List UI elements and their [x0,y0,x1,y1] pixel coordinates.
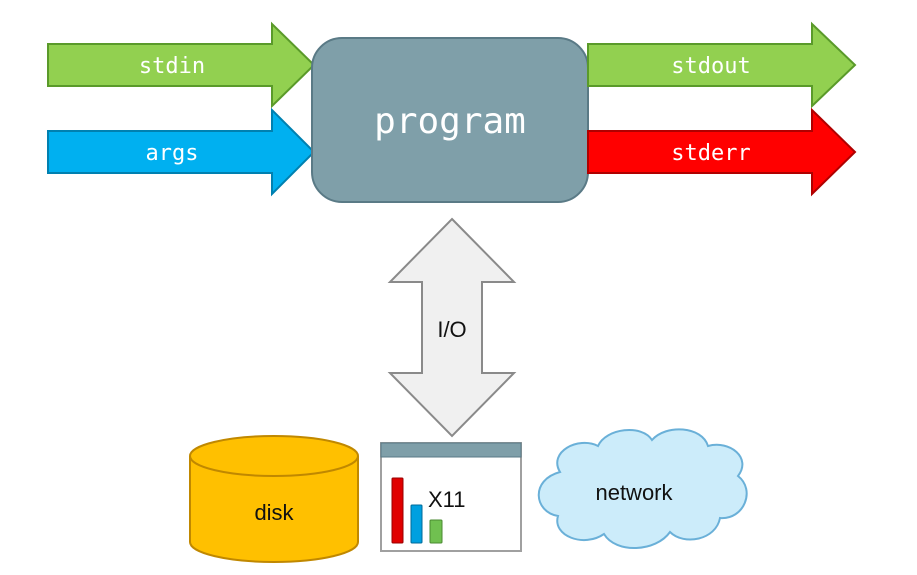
x11-bar-red [391,477,404,544]
disk-label: disk [254,500,294,525]
stdout-arrow: stdout [587,21,857,109]
args-arrow: args [47,107,316,197]
stdout-label: stdout [671,54,750,79]
program-label: program [374,101,526,142]
stdin-arrow: stdin [47,21,316,109]
stderr-arrow: stderr [587,107,857,197]
network-cloud-icon: network [537,428,748,549]
program-box: program [311,37,589,203]
io-label: I/O [437,317,466,342]
io-double-arrow: I/O [387,217,517,438]
network-label: network [595,480,673,505]
stderr-label: stderr [671,141,750,166]
args-label: args [146,141,199,166]
disk-cylinder-icon: disk [189,435,359,563]
x11-titlebar [380,442,522,458]
x11-bar-green [429,519,443,544]
x11-label: X11 [428,487,466,512]
stdin-label: stdin [139,54,205,79]
x11-window-icon: X11 [380,442,522,552]
x11-bar-blue [410,504,423,544]
